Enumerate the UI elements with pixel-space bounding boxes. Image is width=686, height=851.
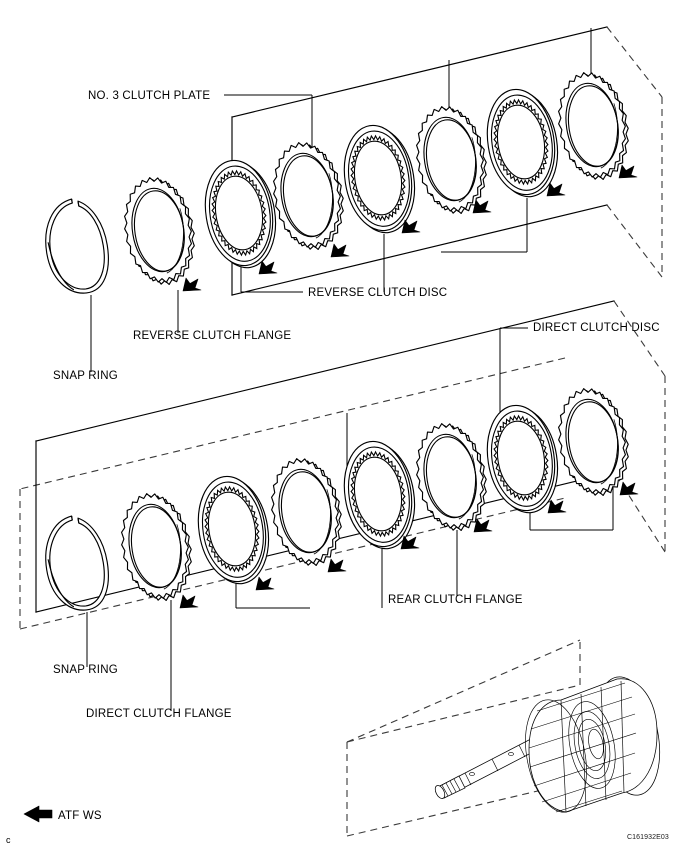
callout-direct-clutch-disc: DIRECT CLUTCH DISC bbox=[533, 322, 660, 334]
drum-panel-dashed bbox=[346, 639, 581, 837]
corner-mark: c bbox=[6, 835, 11, 845]
part-direct-clutch-flange bbox=[121, 493, 192, 602]
part-rear-clutch-flange-3 bbox=[558, 388, 629, 497]
lower-plane-dashed-left bbox=[19, 357, 566, 630]
lower-leader-lines bbox=[86, 327, 614, 711]
upper-assembly bbox=[45, 26, 663, 372]
part-snap-ring-upper bbox=[45, 198, 109, 294]
reference-code: C161932E03 bbox=[627, 834, 669, 841]
part-no3-clutch-plate-2 bbox=[416, 106, 487, 215]
part-reverse-clutch-flange bbox=[124, 177, 195, 286]
lower-direction-arrows bbox=[179, 481, 639, 609]
callout-reverse-clutch-disc: REVERSE CLUTCH DISC bbox=[308, 287, 447, 299]
callout-snap-ring-lower: SNAP RING bbox=[53, 664, 118, 676]
callout-reverse-clutch-flange: REVERSE CLUTCH FLANGE bbox=[133, 330, 291, 342]
clutch-drum-assembly bbox=[434, 676, 660, 813]
callout-direct-clutch-flange: DIRECT CLUTCH FLANGE bbox=[86, 708, 232, 720]
upper-direction-arrows bbox=[182, 164, 638, 292]
part-no3-clutch-plate-3 bbox=[558, 72, 629, 181]
callout-rear-clutch-flange: REAR CLUTCH FLANGE bbox=[388, 594, 523, 606]
part-direct-clutch-disc-1 bbox=[197, 475, 270, 585]
part-no3-clutch-plate-1 bbox=[273, 142, 344, 251]
callout-no-3-clutch-plate: NO. 3 CLUTCH PLATE bbox=[88, 90, 210, 102]
part-direct-clutch-disc-3 bbox=[486, 404, 559, 514]
callout-labels: NO. 3 CLUTCH PLATE REVERSE CLUTCH FLANGE… bbox=[53, 90, 660, 720]
part-rear-clutch-flange-1 bbox=[271, 458, 342, 567]
part-reverse-clutch-disc-3 bbox=[486, 88, 559, 198]
part-direct-clutch-disc-2 bbox=[343, 440, 416, 550]
part-reverse-clutch-disc-1 bbox=[204, 159, 277, 269]
callout-snap-ring-upper: SNAP RING bbox=[53, 370, 118, 382]
atf-ws-label: ATF WS bbox=[58, 810, 102, 822]
lower-assembly bbox=[19, 300, 666, 837]
part-snap-ring-lower bbox=[45, 515, 109, 611]
part-rear-clutch-flange-2 bbox=[416, 423, 487, 532]
lower-plane-dashed-right bbox=[613, 300, 666, 553]
upper-plane-dashed bbox=[606, 26, 663, 278]
drum-body bbox=[525, 676, 660, 813]
atf-ws-legend: ATF WS bbox=[23, 805, 102, 823]
left-arrow-icon bbox=[23, 805, 53, 823]
part-reverse-clutch-disc-2 bbox=[343, 124, 416, 234]
